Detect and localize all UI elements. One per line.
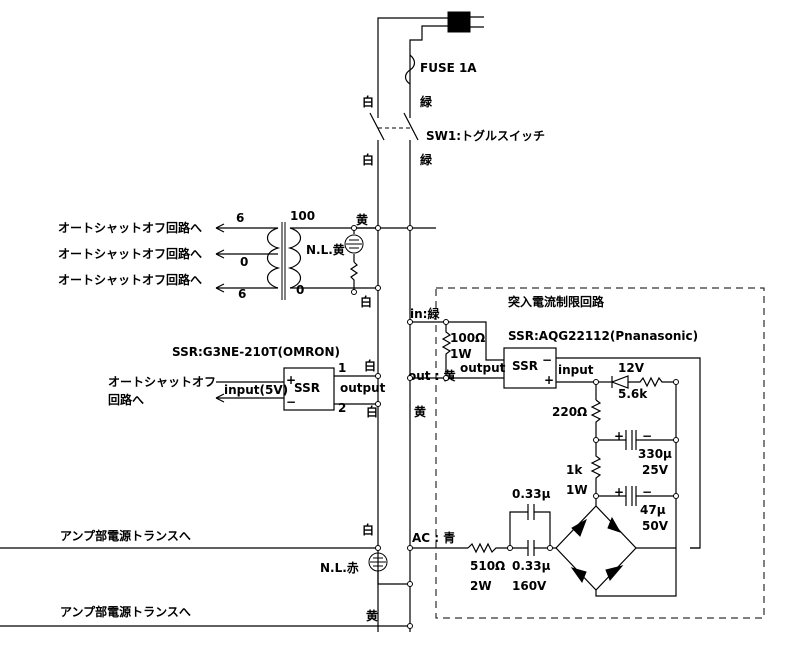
c47-plate-2 (631, 486, 637, 506)
wire-c033a-right (534, 511, 551, 548)
r1k-label: 1k (566, 463, 583, 477)
r1k-watt: 1W (566, 483, 588, 497)
wire-white-4: 白 (364, 358, 376, 373)
wire-white-6: 白 (362, 522, 374, 537)
wire-green-2: 緑 (420, 152, 433, 167)
ssr-g3ne-box-label: SSR (294, 381, 320, 395)
c47-plus: + (614, 485, 624, 499)
ssr-g3ne-box (283, 367, 335, 411)
junction-nodes (351, 225, 679, 629)
auto-off-line1: オートシャットオフ (108, 375, 216, 389)
c033b-label: 0.33μ (512, 559, 551, 573)
ssr-aqg-box (503, 347, 557, 389)
tap-0a-label: 0 (240, 255, 248, 269)
c330-label: 330μ (638, 447, 672, 461)
r220-label: 220Ω (552, 405, 587, 419)
capacitor-0-33b (527, 540, 535, 556)
auto-off-line2: 回路へ (108, 392, 144, 407)
resistor-1k (590, 440, 602, 496)
r100-watt: 1W (450, 347, 472, 361)
tap-0b-label: 0 (296, 283, 304, 297)
wire-white-5: 白 (366, 404, 378, 419)
wire-yellow-3: 黄 (366, 608, 378, 623)
fuse-symbol (404, 54, 416, 85)
ssr-g3ne-label: SSR:G3NE-210T(OMRON) (172, 345, 340, 359)
r56k-label: 5.6k (618, 387, 648, 401)
auto-shutoff-2: オートシャットオフ回路へ (58, 246, 202, 261)
ssr-g3ne-plus: + (286, 373, 296, 387)
c330-voltage: 25V (642, 463, 669, 477)
neon-lamp-red-label: N.L.赤 (320, 560, 359, 575)
resistor-5-6k (628, 376, 676, 388)
amp-transformer-2: アンプ部電源トランスへ (60, 604, 191, 619)
ssr-aqg-label: SSR:AQG22112(Pnanasonic) (508, 329, 698, 343)
ssr-aqg-plus: + (544, 373, 554, 387)
neon-lamp-yellow-label: N.L.黄 (306, 242, 345, 257)
tap-6a-label: 6 (236, 211, 244, 225)
neon-lamp-red (368, 552, 410, 585)
inrush-title: 突入電流制限回路 (508, 294, 605, 309)
tap-100-label: 100 (290, 209, 315, 223)
pin-2-label: 2 (338, 401, 346, 415)
wire-yellow-2: 黄 (414, 404, 426, 419)
tap-6b-label: 6 (238, 287, 246, 301)
wire-white-1: 白 (362, 94, 374, 109)
in-green-label: in:緑 (410, 306, 440, 321)
wire-g3ne-input (216, 381, 284, 399)
wire-white-3: 白 (360, 294, 372, 309)
resistor-220ohm (590, 399, 602, 440)
power-plug (377, 11, 484, 632)
c330-minus: − (642, 429, 652, 443)
inrush-limit-box (435, 287, 765, 619)
ssr-g3ne-minus: − (286, 395, 296, 409)
wire-yellow-1: 黄 (356, 212, 368, 227)
wire-aqg-plus (556, 381, 597, 400)
neon-lamp-yellow (344, 227, 378, 292)
out-yellow-label: out : 黄 (408, 368, 456, 383)
ssr-aqg-minus: − (542, 353, 552, 367)
toggle-switch-sw1 (369, 112, 422, 145)
c47-label: 47μ (640, 503, 666, 517)
fuse-label: FUSE 1A (420, 61, 477, 75)
capacitor-0-33a (527, 504, 535, 520)
sw1-label: SW1:トグルスイッチ (426, 128, 545, 143)
wire-c033a-left (509, 511, 528, 548)
amp-transformer-1: アンプ部電源トランスへ (60, 528, 191, 543)
aqg-output-label: output (460, 361, 506, 375)
ac-blue-label: AC : 青 (412, 530, 455, 545)
g3ne-output-label: output (340, 381, 386, 395)
c330-plus: + (614, 429, 624, 443)
auto-shutoff-1: オートシャットオフ回路へ (58, 220, 202, 235)
r510-watt: 2W (470, 579, 492, 593)
wire-green-1: 緑 (420, 94, 433, 109)
c47-voltage: 50V (642, 519, 669, 533)
c160v-label: 160V (512, 579, 547, 593)
c033a-label: 0.33μ (512, 487, 551, 501)
input-5v-label: input(5V) (224, 383, 288, 397)
arrow-g3ne (215, 393, 225, 403)
auto-shutoff-3: オートシャットオフ回路へ (58, 272, 202, 287)
v12-label: 12V (618, 361, 645, 375)
ssr-aqg-box-label: SSR (512, 359, 538, 373)
r100-label: 100Ω (450, 331, 485, 345)
resistor-100ohm (441, 322, 452, 378)
pin-1-label: 1 (338, 361, 346, 375)
c330-plate-2 (631, 430, 637, 450)
bridge-rectifier (555, 496, 677, 597)
aqg-input-label: input (558, 363, 594, 377)
c47-minus: − (642, 485, 652, 499)
r510-label: 510Ω (470, 559, 505, 573)
resistor-510ohm (467, 542, 510, 554)
wire-white-2: 白 (362, 152, 374, 167)
transformer (215, 222, 378, 300)
